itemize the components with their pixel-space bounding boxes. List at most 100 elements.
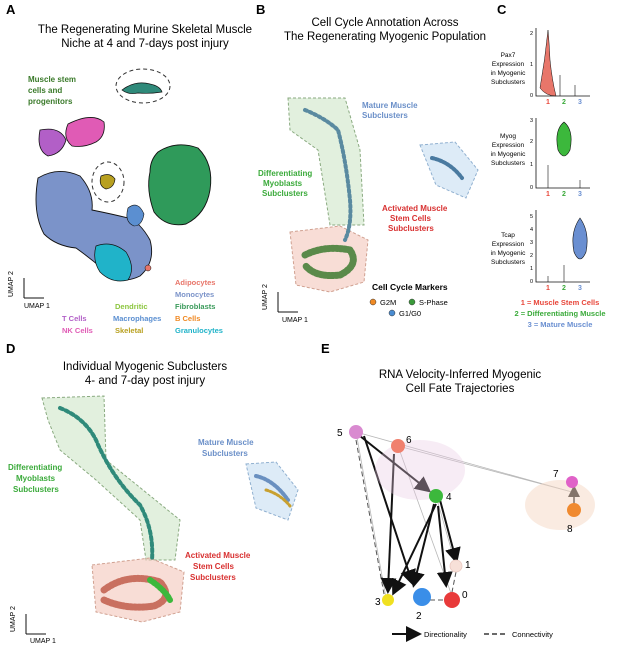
panel-d-axis-y: UMAP 2 (10, 606, 17, 632)
panel-d-title-2: 4- and 7-day post injury (85, 375, 205, 387)
panel-c-letter: C (497, 2, 507, 17)
violin-tcap: Tcap Expression in Myogenic Subclusters … (491, 210, 590, 292)
b-act-cells (301, 244, 357, 279)
d-mature-2: Subclusters (202, 449, 248, 458)
e-node-6-label: 6 (406, 435, 412, 446)
b-legend-s: S-Phase (419, 298, 448, 307)
violin-pax7: Pax7 Expression in Myogenic Subclusters … (491, 28, 590, 106)
pax7-tick-1: 1 (530, 62, 533, 68)
b-act-1: Activated Muscle (382, 204, 448, 213)
e-node-1-label: 1 (465, 560, 471, 571)
tcap-l3: in Myogenic (491, 250, 526, 257)
panel-a-title-1: The Regenerating Murine Skeletal Muscle (38, 24, 252, 36)
pax7-violin-1 (539, 29, 557, 97)
tcap-tick-4: 4 (530, 227, 533, 233)
b-mature-cells (430, 156, 464, 180)
msc-label-1: Muscle stem (28, 75, 76, 84)
e-direction-arrows (359, 435, 580, 596)
b-legend-g1: G1/G0 (399, 309, 421, 318)
e-node-2 (413, 588, 431, 606)
tcap-l2: Expression (492, 241, 525, 248)
e-node-4-label: 4 (446, 492, 452, 503)
panel-b-axis-y: UMAP 2 (262, 284, 269, 310)
pax7-tick-2: 2 (530, 31, 533, 37)
e-legend-directionality: Directionality (424, 630, 467, 639)
skeletal-cluster (99, 174, 116, 190)
d-act-2: Stem Cells (193, 562, 234, 571)
e-node-8 (567, 503, 581, 517)
b-mature-1: Mature Muscle (362, 101, 418, 110)
b-mature-region (419, 141, 479, 199)
d-act-1: Activated Muscle (185, 551, 251, 560)
d-diff-1: Differentiating (8, 463, 62, 472)
panel-c: C Pax7 Expression in Myogenic Subcluster… (491, 2, 606, 329)
tcap-tick-1: 1 (530, 266, 533, 272)
e-node-2-label: 2 (416, 611, 422, 622)
myog-tick-2: 2 (530, 139, 533, 145)
panel-b-title-2: The Regenerating Myogenic Population (284, 31, 486, 43)
b-legend-g1-dot (388, 309, 396, 317)
fibroblast-cluster (148, 144, 212, 226)
panel-d-axis-x: UMAP 1 (30, 638, 56, 645)
b-legend-g2m-dot (369, 298, 377, 306)
myog-group-2: 2 (562, 191, 566, 198)
panel-d-axes (25, 614, 46, 635)
b-diff-region (287, 97, 365, 226)
e-glow-top (375, 440, 465, 500)
panel-a-letter: A (6, 2, 16, 17)
panel-b-axes (277, 292, 298, 313)
b-legend-s-dot (408, 298, 416, 306)
myog-group-1: 1 (546, 191, 550, 198)
panel-e-title-2: Cell Fate Trajectories (406, 383, 515, 395)
panel-a-axis-x: UMAP 1 (24, 303, 50, 310)
panel-d: D Individual Myogenic Subclusters 4- and… (6, 341, 299, 645)
tcap-axes (535, 210, 590, 283)
panel-d-title-1: Individual Myogenic Subclusters (63, 361, 228, 373)
pax7-violin-2-3 (559, 75, 576, 96)
myog-l3: in Myogenic (491, 151, 526, 158)
tcap-tick-3: 3 (530, 240, 533, 246)
tcell-cluster (38, 128, 67, 157)
tcap-violin-3 (572, 217, 588, 260)
d-diff-3: Subclusters (13, 485, 59, 494)
panel-a-axes (23, 278, 44, 299)
d-act-cells-green (147, 577, 173, 603)
pax7-l3: in Myogenic (491, 70, 526, 77)
e-node-0-label: 0 (462, 590, 468, 601)
e-node-3-label: 3 (375, 597, 381, 608)
msc-cluster-circle-top (115, 68, 171, 104)
e-node-5-label: 5 (337, 428, 343, 439)
pax7-tick-0: 0 (530, 93, 533, 99)
pax7-l4: Subclusters (491, 79, 526, 86)
panel-b-axis-x: UMAP 1 (282, 317, 308, 324)
e-glow-right (525, 480, 595, 530)
e-node-0 (444, 592, 460, 608)
d-mature-cells-2 (264, 488, 292, 508)
e-node-7-label: 7 (553, 469, 559, 480)
msc-cluster-circle-mid (91, 161, 125, 203)
d-diff-2: Myoblasts (16, 474, 56, 483)
myog-tick-0: 0 (530, 185, 533, 191)
pax7-axes (535, 28, 590, 97)
pax7-l2: Expression (492, 61, 525, 68)
d-mature-cells (254, 474, 290, 502)
myog-gene: Myog (500, 133, 516, 140)
tcap-tick-5: 5 (530, 214, 533, 220)
e-legend-connectivity: Connectivity (512, 630, 553, 639)
b-legend-title: Cell Cycle Markers (372, 282, 448, 292)
e-node-5 (349, 425, 363, 439)
legend-nkcells: NK Cells (62, 326, 93, 335)
b-legend-g2m: G2M (380, 298, 396, 307)
pax7-group-3: 3 (578, 99, 582, 106)
myog-l4: Subclusters (491, 160, 526, 167)
panel-b-letter: B (256, 2, 265, 17)
pax7-gene: Pax7 (501, 52, 516, 59)
pax7-group-2: 2 (562, 99, 566, 106)
b-mature-2: Subclusters (362, 111, 408, 120)
e-node-3 (382, 594, 394, 606)
panel-a: A The Regenerating Murine Skeletal Muscl… (6, 2, 252, 335)
c-key-1: 1 = Muscle Stem Cells (521, 298, 600, 307)
adipocyte-dot (144, 264, 152, 272)
panel-a-axis-y: UMAP 2 (8, 271, 15, 297)
d-mature-1: Mature Muscle (198, 438, 254, 447)
